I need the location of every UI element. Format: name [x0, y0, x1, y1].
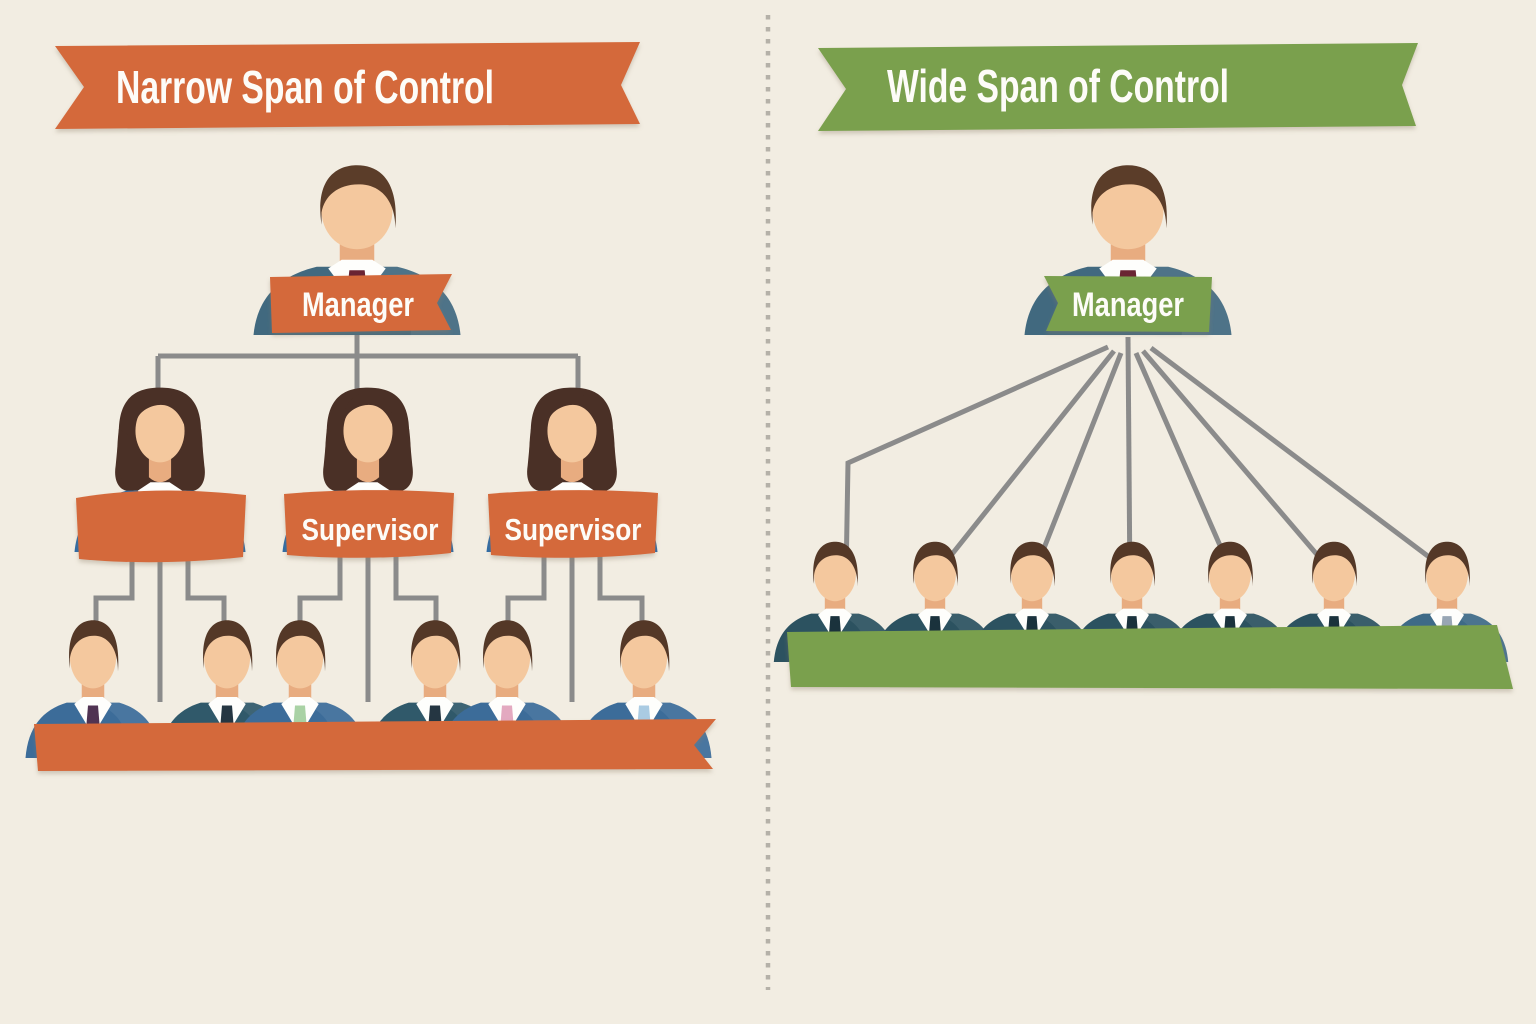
fan-line	[1141, 349, 1339, 580]
fan-line	[1133, 352, 1235, 574]
fan-line	[843, 344, 1110, 579]
fan-line	[935, 349, 1116, 575]
connector-tree	[155, 331, 581, 392]
narrow-manager-label: Manager	[302, 286, 414, 324]
connector-branch	[185, 554, 227, 636]
supervisor-banner	[488, 490, 658, 558]
wide-title-ribbon	[818, 43, 1418, 131]
wide-base-banner	[787, 625, 1513, 689]
connector-branch	[93, 554, 135, 636]
wide-fan-lines	[843, 336, 1451, 592]
wide-title: Wide Span of Control	[887, 60, 1229, 112]
narrow-panel: Narrow Span of Control Supervisor Superv…	[25, 42, 716, 771]
connector-branch	[597, 553, 645, 636]
wide-panel: Wide Span of Control Manager	[773, 43, 1513, 689]
narrow-base-banner	[34, 719, 716, 771]
wide-manager-label: Manager	[1072, 286, 1184, 324]
supervisor-banner	[76, 490, 246, 563]
narrow-sub-connector-lines	[93, 553, 645, 702]
connector-branch	[505, 553, 547, 636]
narrow-manager-banner	[270, 274, 452, 333]
supervisor-label: Supervisor	[505, 512, 642, 547]
narrow-connector-lines	[155, 331, 581, 392]
supervisor-banner	[284, 490, 454, 558]
wide-manager-banner	[1044, 276, 1212, 332]
fan-line	[1030, 352, 1124, 577]
connector-branch	[393, 553, 439, 636]
narrow-title: Narrow Span of Control	[116, 61, 494, 113]
fan-line	[1149, 346, 1451, 574]
connector-branch	[297, 553, 343, 636]
supervisor-label: Supervisor	[302, 512, 439, 547]
narrow-title-ribbon	[55, 42, 640, 129]
